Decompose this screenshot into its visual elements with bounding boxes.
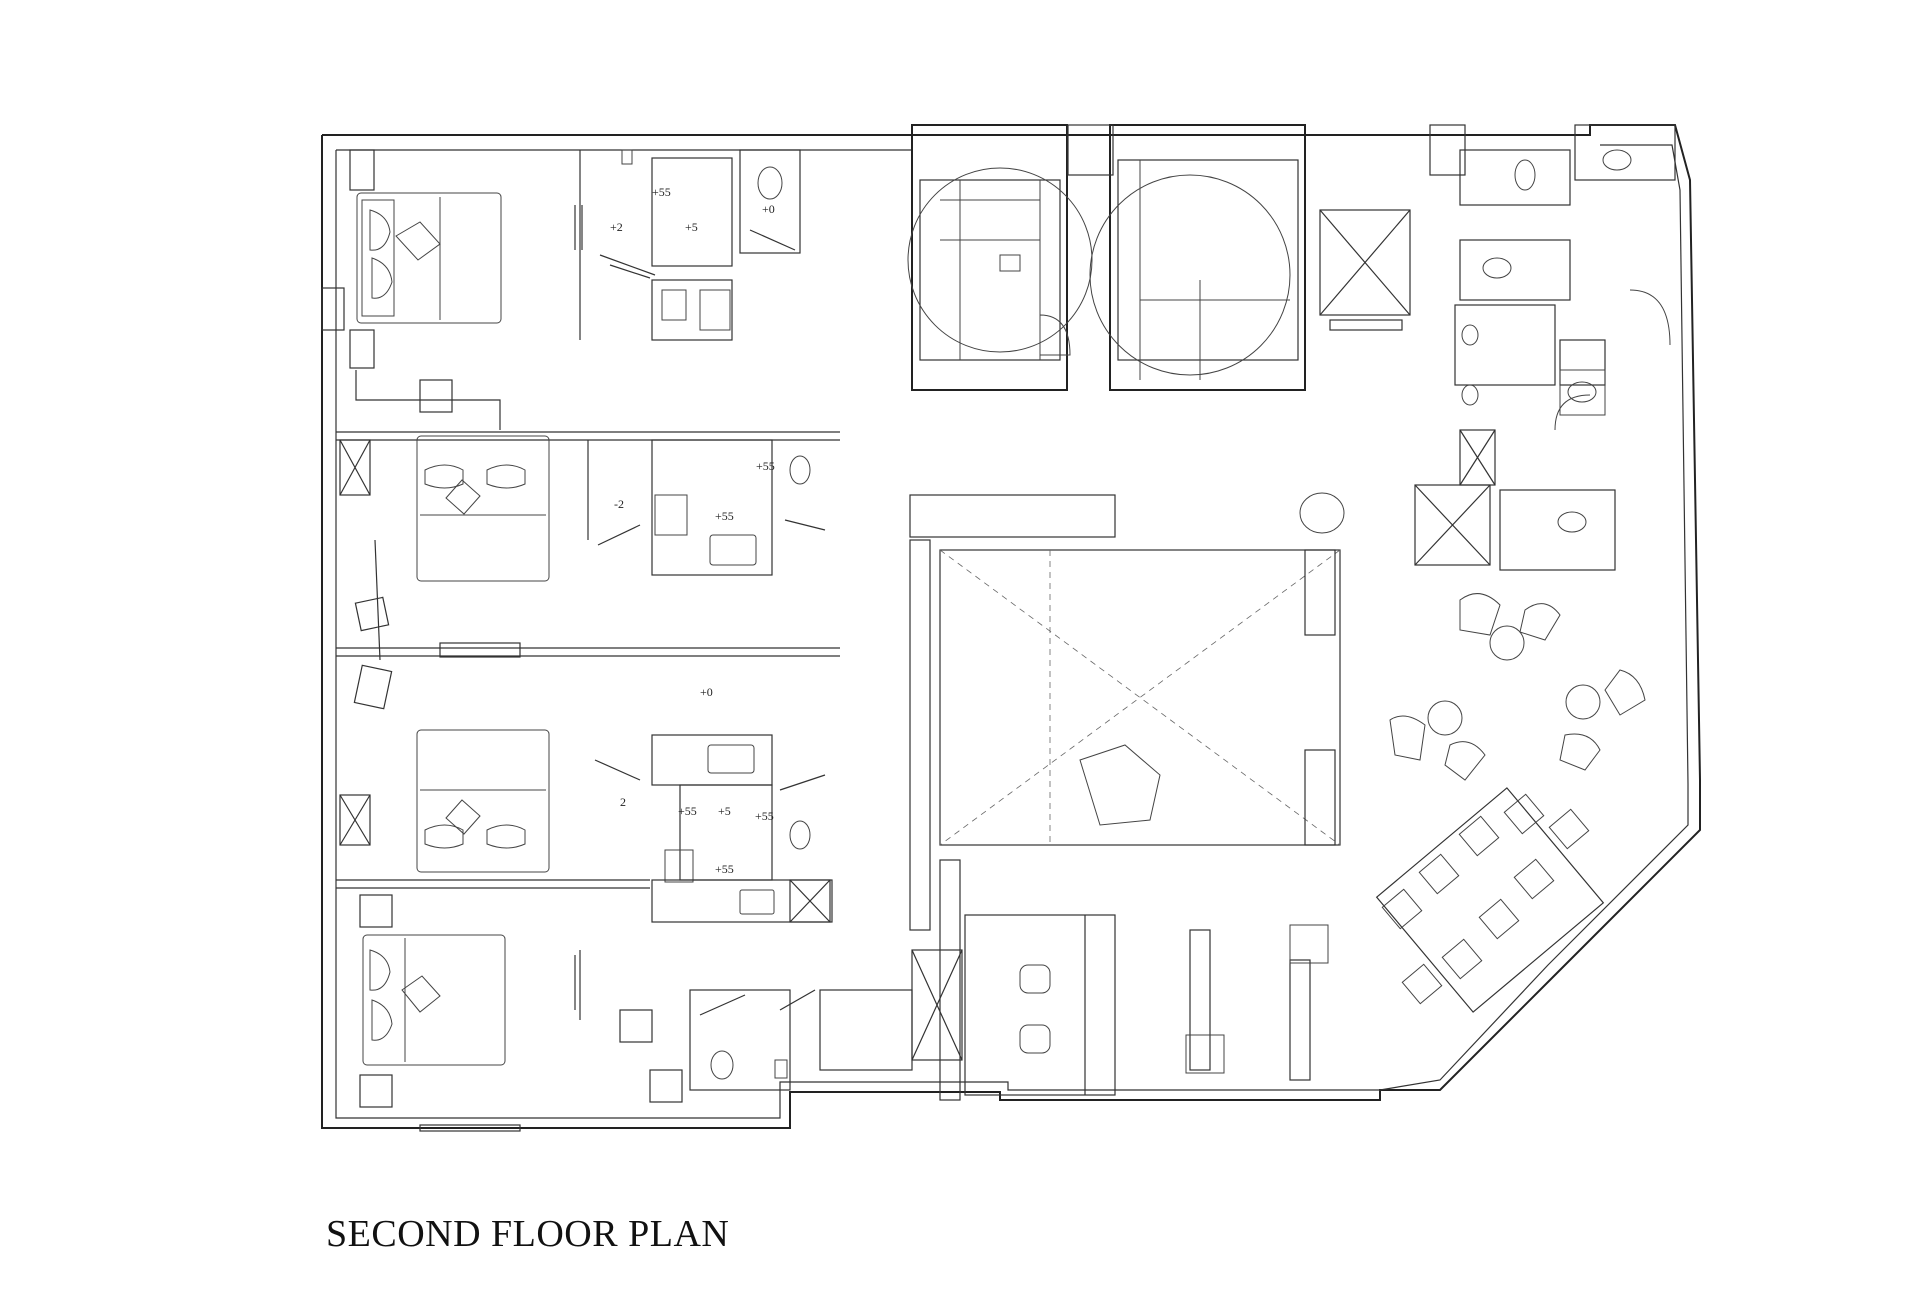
lift-shaft [1319, 209, 1411, 316]
bedroom-1 [321, 149, 583, 430]
atrium-void [909, 492, 1345, 1101]
plan-title: SECOND FLOOR PLAN [326, 1213, 730, 1255]
level-mark: +0 [762, 202, 775, 216]
bedroom-3 [336, 664, 833, 923]
bedroom-4 [359, 894, 913, 1132]
level-marks: +55 +2 +5 +0 +55 -2 +55 +0 2 +55 +5 +55 … [610, 185, 775, 876]
level-mark: +5 [718, 804, 731, 818]
bedroom-2 [336, 431, 840, 661]
level-mark: +5 [685, 220, 698, 234]
level-mark: -2 [614, 497, 624, 511]
level-mark: +0 [700, 685, 713, 699]
washrooms [1414, 124, 1676, 571]
level-mark: 2 [620, 795, 626, 809]
level-mark: +55 [756, 459, 775, 473]
level-mark: +2 [610, 220, 623, 234]
level-mark: +55 [755, 809, 774, 823]
bed-1 [356, 192, 502, 324]
lounge-seating [911, 593, 1646, 1096]
bed-2 [416, 435, 550, 582]
level-mark: +55 [678, 804, 697, 818]
level-mark: +55 [652, 185, 671, 199]
bed-3 [416, 729, 550, 873]
bathroom-1 [599, 149, 801, 341]
stair-core [907, 124, 1466, 391]
bed-4 [362, 934, 506, 1066]
level-mark: +55 [715, 509, 734, 523]
level-mark: +55 [715, 862, 734, 876]
